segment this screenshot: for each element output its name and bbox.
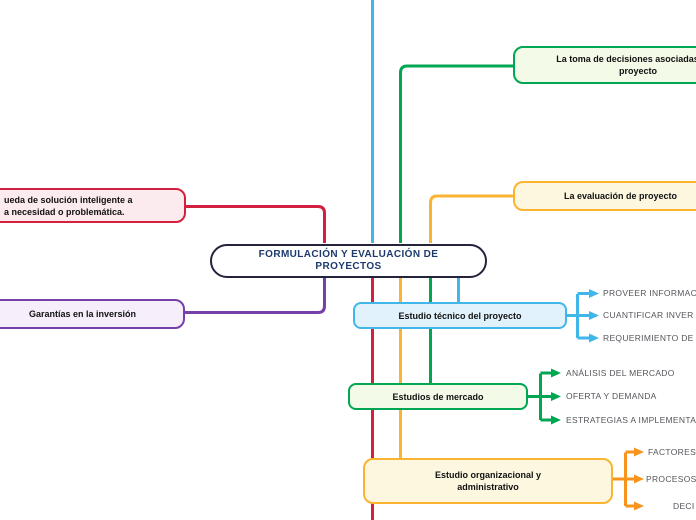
branch-line-decisions — [399, 64, 513, 243]
node-solution[interactable]: ueda de solución inteligente a a necesid… — [0, 188, 186, 223]
node-organizational-study-label: Estudio organizacional y administrativo — [434, 470, 542, 492]
subitem-analisis-mercado[interactable]: ANÁLISIS DEL MERCADO — [566, 368, 675, 378]
node-decisions[interactable]: La toma de decisiones asociadas a un pro… — [513, 46, 696, 84]
arrow-icon — [551, 392, 561, 401]
arrow-icon — [634, 447, 644, 457]
arrow-icon — [551, 368, 561, 378]
fan-lines-organizational — [613, 450, 635, 508]
fan-lines-market — [528, 371, 552, 422]
node-organizational-study[interactable]: Estudio organizacional y administrativo — [363, 458, 613, 504]
node-evaluation[interactable]: La evaluación de proyecto — [513, 181, 696, 211]
arrow-icon — [589, 311, 599, 320]
arrow-icon — [634, 501, 644, 511]
node-solution-label: ueda de solución inteligente a a necesid… — [4, 194, 133, 217]
subitem-proveer-informacion[interactable]: PROVEER INFORMAC — [603, 288, 696, 298]
node-technical-study-label: Estudio técnico del proyecto — [398, 310, 522, 321]
branch-line-guarantees — [185, 278, 326, 314]
subitem-procesos[interactable]: PROCESOS — [646, 474, 696, 484]
central-topic-node[interactable]: FORMULACIÓN Y EVALUACIÓN DE PROYECTOS — [210, 244, 487, 278]
fan-lines-technical — [567, 292, 590, 340]
node-guarantees-label: Garantías en la inversión — [28, 309, 137, 319]
node-evaluation-label: La evaluación de proyecto — [563, 191, 678, 201]
arrow-icon — [589, 289, 599, 298]
branch-line-solution — [186, 205, 326, 243]
subitem-decisiones[interactable]: DECI — [673, 501, 695, 511]
subitem-oferta-demanda[interactable]: OFERTA Y DEMANDA — [566, 391, 657, 401]
subitem-requerimiento[interactable]: REQUERIMIENTO DE — [603, 333, 694, 343]
node-decisions-label: La toma de decisiones asociadas a un pro… — [556, 54, 696, 76]
subitem-estrategias[interactable]: ESTRATEGIAS A IMPLEMENTA — [566, 415, 696, 425]
arrow-icon — [589, 333, 599, 343]
node-technical-study[interactable]: Estudio técnico del proyecto — [353, 302, 567, 329]
node-guarantees[interactable]: Garantías en la inversión — [0, 299, 185, 329]
central-topic-label: FORMULACIÓN Y EVALUACIÓN DE PROYECTOS — [258, 249, 439, 272]
node-market-study-label: Estudios de mercado — [392, 391, 484, 402]
arrow-icon — [634, 474, 644, 484]
branch-line-evaluation — [429, 194, 513, 243]
subitem-factores[interactable]: FACTORES — [648, 447, 696, 457]
node-market-study[interactable]: Estudios de mercado — [348, 383, 528, 410]
subitem-cuantificar-inversiones[interactable]: CUANTIFICAR INVER — [603, 310, 694, 320]
arrow-icon — [551, 415, 561, 425]
